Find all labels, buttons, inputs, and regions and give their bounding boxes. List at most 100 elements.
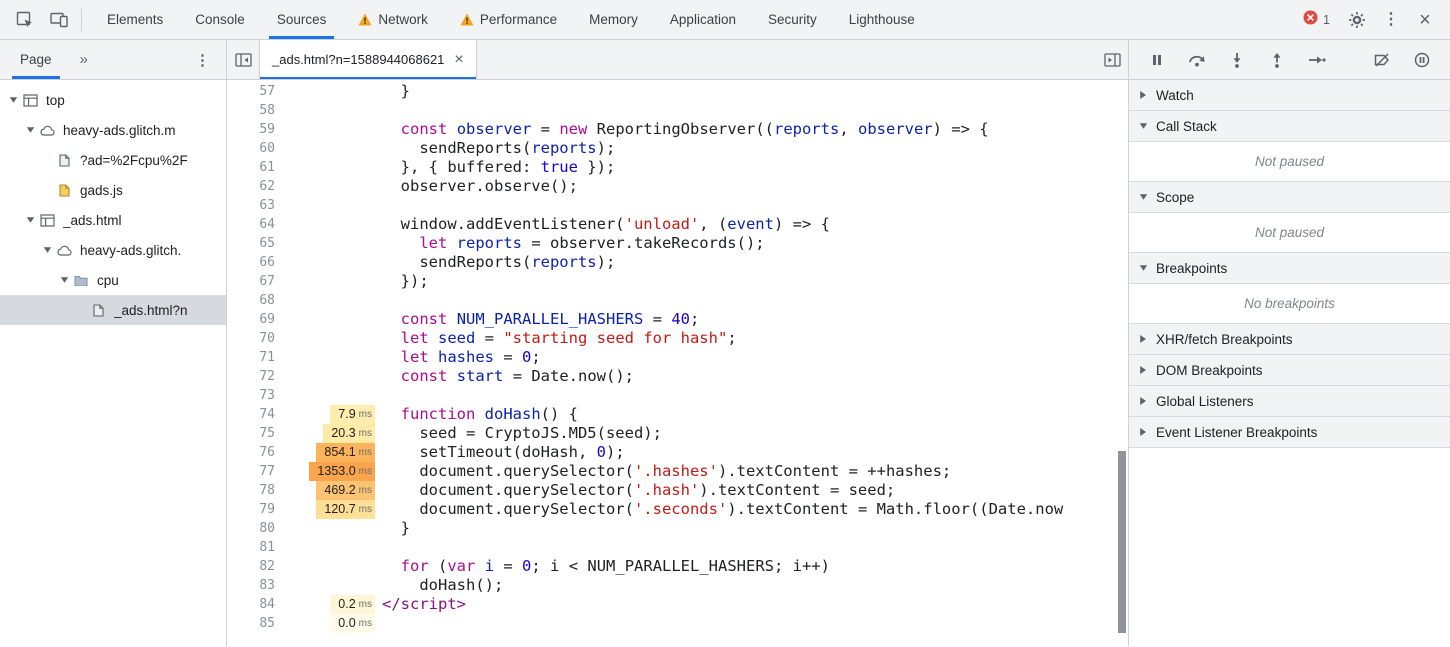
line-number[interactable]: 74 xyxy=(259,407,275,422)
scrollbar-thumb[interactable] xyxy=(1118,451,1126,633)
tab-security[interactable]: Security xyxy=(752,0,833,39)
section-header-event-listener-breakpoints[interactable]: Event Listener Breakpoints xyxy=(1129,417,1450,448)
more-tabs-icon[interactable]: » xyxy=(79,51,88,68)
line-number[interactable]: 82 xyxy=(259,559,275,574)
device-toolbar-icon[interactable] xyxy=(42,4,76,36)
line-number[interactable]: 72 xyxy=(259,369,275,384)
tree-item[interactable]: _ads.html?n xyxy=(0,295,226,325)
step-out-button[interactable] xyxy=(1263,46,1291,74)
line-number[interactable]: 69 xyxy=(259,312,275,327)
section-header-dom-breakpoints[interactable]: DOM Breakpoints xyxy=(1129,355,1450,386)
error-counter[interactable]: 1 xyxy=(1293,10,1340,30)
line-number[interactable]: 78 xyxy=(259,483,275,498)
deactivate-breakpoints-button[interactable] xyxy=(1368,46,1396,74)
line-number[interactable]: 77 xyxy=(259,464,275,479)
pause-button[interactable] xyxy=(1143,46,1171,74)
line-number[interactable]: 81 xyxy=(259,540,275,555)
line-number[interactable]: 71 xyxy=(259,350,275,365)
chevron-right-icon xyxy=(1138,396,1148,406)
section-header-global-listeners[interactable]: Global Listeners xyxy=(1129,386,1450,417)
settings-gear-icon[interactable] xyxy=(1340,4,1374,36)
step-over-button[interactable] xyxy=(1183,46,1211,74)
tab-sources[interactable]: Sources xyxy=(261,0,343,39)
tree-item[interactable]: heavy-ads.glitch. xyxy=(0,235,226,265)
chevron-right-icon xyxy=(1138,365,1148,375)
tab-network[interactable]: Network xyxy=(342,0,444,39)
navigator-menu-icon[interactable]: ⋮ xyxy=(195,51,210,69)
section-header-watch[interactable]: Watch xyxy=(1129,80,1450,111)
tab-elements[interactable]: Elements xyxy=(91,0,179,39)
line-number[interactable]: 65 xyxy=(259,236,275,251)
step-into-button[interactable] xyxy=(1223,46,1251,74)
code-line: 62 observer.observe(); xyxy=(227,177,1128,196)
line-number[interactable]: 83 xyxy=(259,578,275,593)
line-number[interactable]: 76 xyxy=(259,445,275,460)
expand-arrow-icon[interactable] xyxy=(40,246,54,254)
tree-item[interactable]: top xyxy=(0,85,226,115)
editor-tab[interactable]: _ads.html?n=1588944068621 × xyxy=(259,40,477,79)
line-number[interactable]: 80 xyxy=(259,521,275,536)
line-number[interactable]: 85 xyxy=(259,616,275,631)
section-header-breakpoints[interactable]: Breakpoints xyxy=(1129,253,1450,284)
line-number[interactable]: 58 xyxy=(259,103,275,118)
line-number[interactable]: 64 xyxy=(259,217,275,232)
line-number[interactable]: 62 xyxy=(259,179,275,194)
line-number[interactable]: 68 xyxy=(259,293,275,308)
section-header-scope[interactable]: Scope xyxy=(1129,182,1450,213)
code-text: document.querySelector('.seconds').textC… xyxy=(382,500,1064,518)
file-icon xyxy=(54,153,74,167)
tab-close-icon[interactable]: × xyxy=(454,50,464,68)
expand-arrow-icon[interactable] xyxy=(23,126,37,134)
editor-scrollbar[interactable] xyxy=(1117,80,1128,646)
tab-page[interactable]: Page xyxy=(4,40,68,79)
tree-item[interactable]: ?ad=%2Fcpu%2F xyxy=(0,145,226,175)
error-count: 1 xyxy=(1323,12,1330,27)
line-number[interactable]: 70 xyxy=(259,331,275,346)
chevron-right-icon xyxy=(1138,334,1148,344)
performance-gutter-cell xyxy=(283,139,375,158)
more-options-icon[interactable]: ⋮ xyxy=(1383,10,1399,28)
section-label: Breakpoints xyxy=(1156,260,1228,276)
expand-arrow-icon[interactable] xyxy=(23,216,37,224)
toggle-sources-sidebar-icon[interactable] xyxy=(1096,40,1128,79)
tab-memory[interactable]: Memory xyxy=(573,0,654,39)
tab-lighthouse[interactable]: Lighthouse xyxy=(833,0,931,39)
line-number[interactable]: 59 xyxy=(259,122,275,137)
expand-arrow-icon[interactable] xyxy=(57,276,71,284)
line-number[interactable]: 60 xyxy=(259,141,275,156)
tree-item[interactable]: gads.js xyxy=(0,175,226,205)
warning-icon xyxy=(460,13,474,26)
tree-item-label: _ads.html xyxy=(63,212,122,228)
pause-on-exceptions-button[interactable] xyxy=(1408,46,1436,74)
expand-arrow-icon[interactable] xyxy=(6,96,20,104)
toggle-navigator-icon[interactable] xyxy=(227,40,259,79)
section-header-call-stack[interactable]: Call Stack xyxy=(1129,111,1450,142)
line-number[interactable]: 63 xyxy=(259,198,275,213)
tab-console[interactable]: Console xyxy=(179,0,261,39)
close-icon[interactable]: × xyxy=(1419,8,1431,31)
line-number[interactable]: 75 xyxy=(259,426,275,441)
line-number[interactable]: 57 xyxy=(259,84,275,99)
line-number[interactable]: 84 xyxy=(259,597,275,612)
editor-tabbar: _ads.html?n=1588944068621 × xyxy=(227,40,1128,80)
tree-item[interactable]: cpu xyxy=(0,265,226,295)
tree-item[interactable]: heavy-ads.glitch.m xyxy=(0,115,226,145)
line-number[interactable]: 66 xyxy=(259,255,275,270)
tab-application[interactable]: Application xyxy=(654,0,752,39)
inspect-icon[interactable] xyxy=(8,4,42,36)
tab-performance[interactable]: Performance xyxy=(444,0,573,39)
tree-item[interactable]: _ads.html xyxy=(0,205,226,235)
step-button[interactable] xyxy=(1303,46,1331,74)
line-number[interactable]: 73 xyxy=(259,388,275,403)
line-number[interactable]: 67 xyxy=(259,274,275,289)
line-number[interactable]: 79 xyxy=(259,502,275,517)
line-number[interactable]: 61 xyxy=(259,160,275,175)
code-line: 82 for (var i = 0; i < NUM_PARALLEL_HASH… xyxy=(227,557,1128,576)
section-header-xhr-fetch-breakpoints[interactable]: XHR/fetch Breakpoints xyxy=(1129,324,1450,355)
